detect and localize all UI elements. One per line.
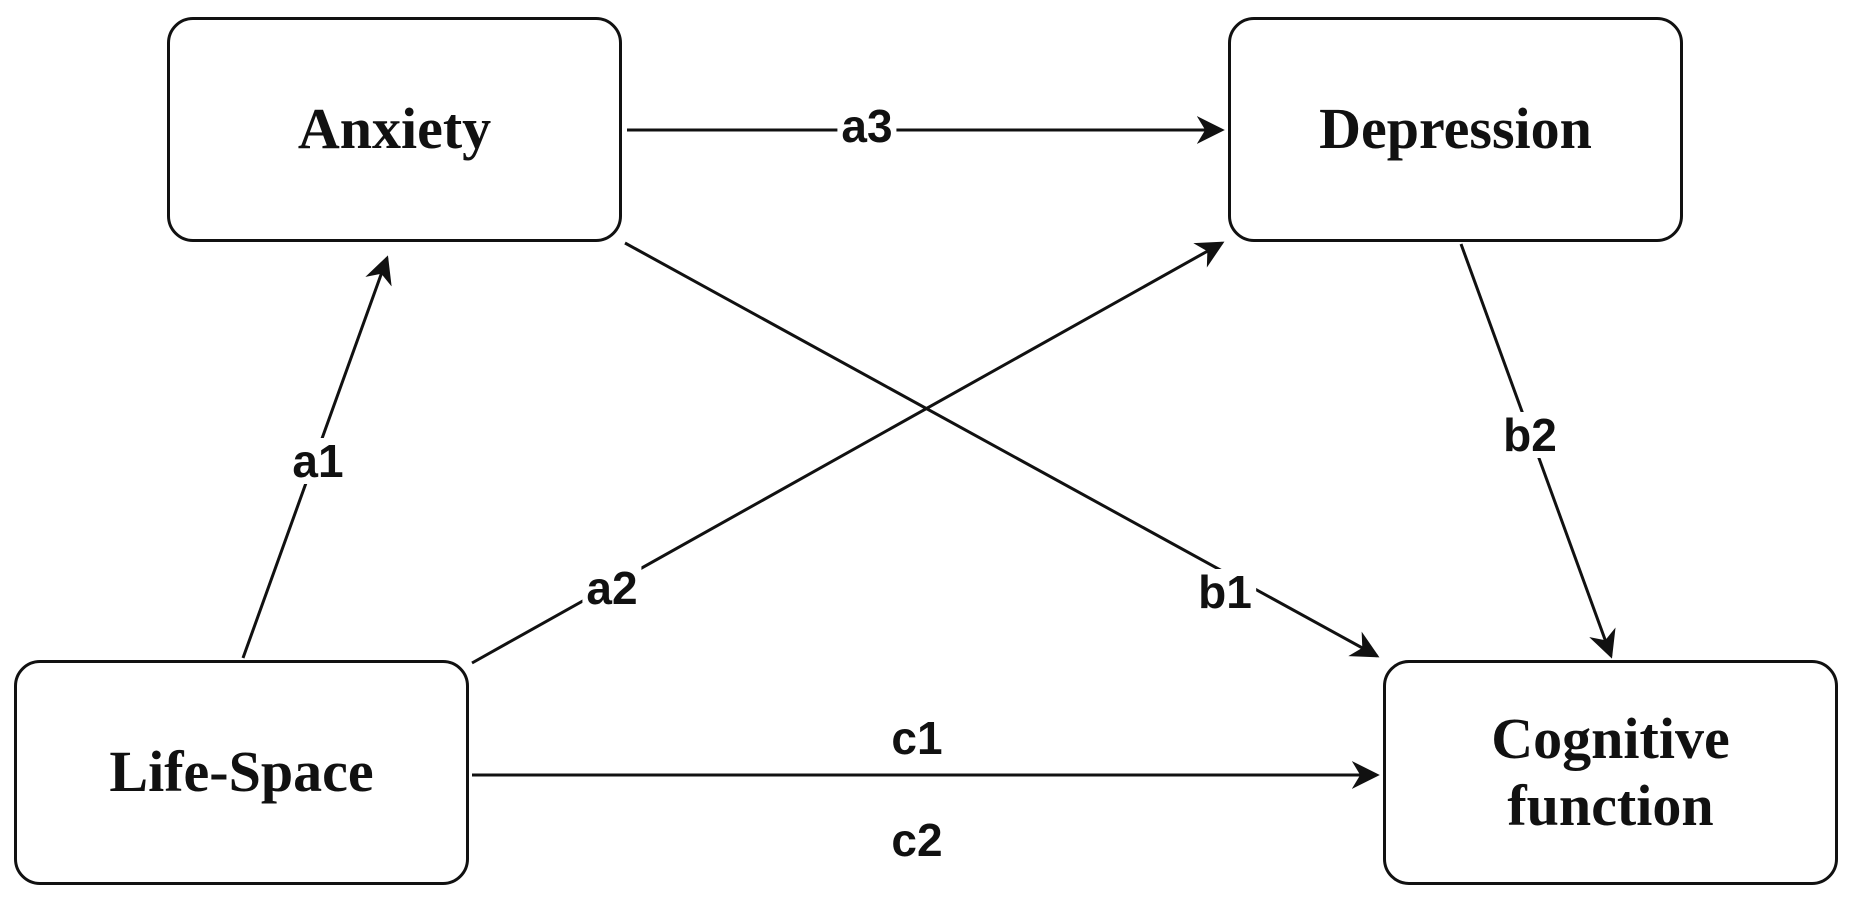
node-life-space: Life-Space bbox=[14, 660, 469, 885]
node-anxiety: Anxiety bbox=[167, 17, 622, 242]
node-anxiety-label: Anxiety bbox=[297, 96, 492, 162]
node-life-space-label: Life-Space bbox=[109, 739, 374, 805]
node-depression: Depression bbox=[1228, 17, 1683, 242]
arrow-b1 bbox=[624, 241, 1380, 658]
edge-label-a1: a1 bbox=[288, 438, 348, 484]
edge-label-b2: b2 bbox=[1499, 412, 1561, 458]
edge-label-a2: a2 bbox=[582, 565, 642, 611]
edge-label-c2: c2 bbox=[891, 814, 943, 866]
node-depression-label: Depression bbox=[1319, 96, 1592, 162]
edge-label-a3: a3 bbox=[837, 103, 897, 149]
edge-label-c1: c1 bbox=[891, 712, 943, 764]
node-cognitive-function-label: Cognitive function bbox=[1491, 705, 1730, 838]
node-cognitive-function: Cognitive function bbox=[1383, 660, 1838, 885]
edge-label-b1: b1 bbox=[1194, 569, 1256, 615]
